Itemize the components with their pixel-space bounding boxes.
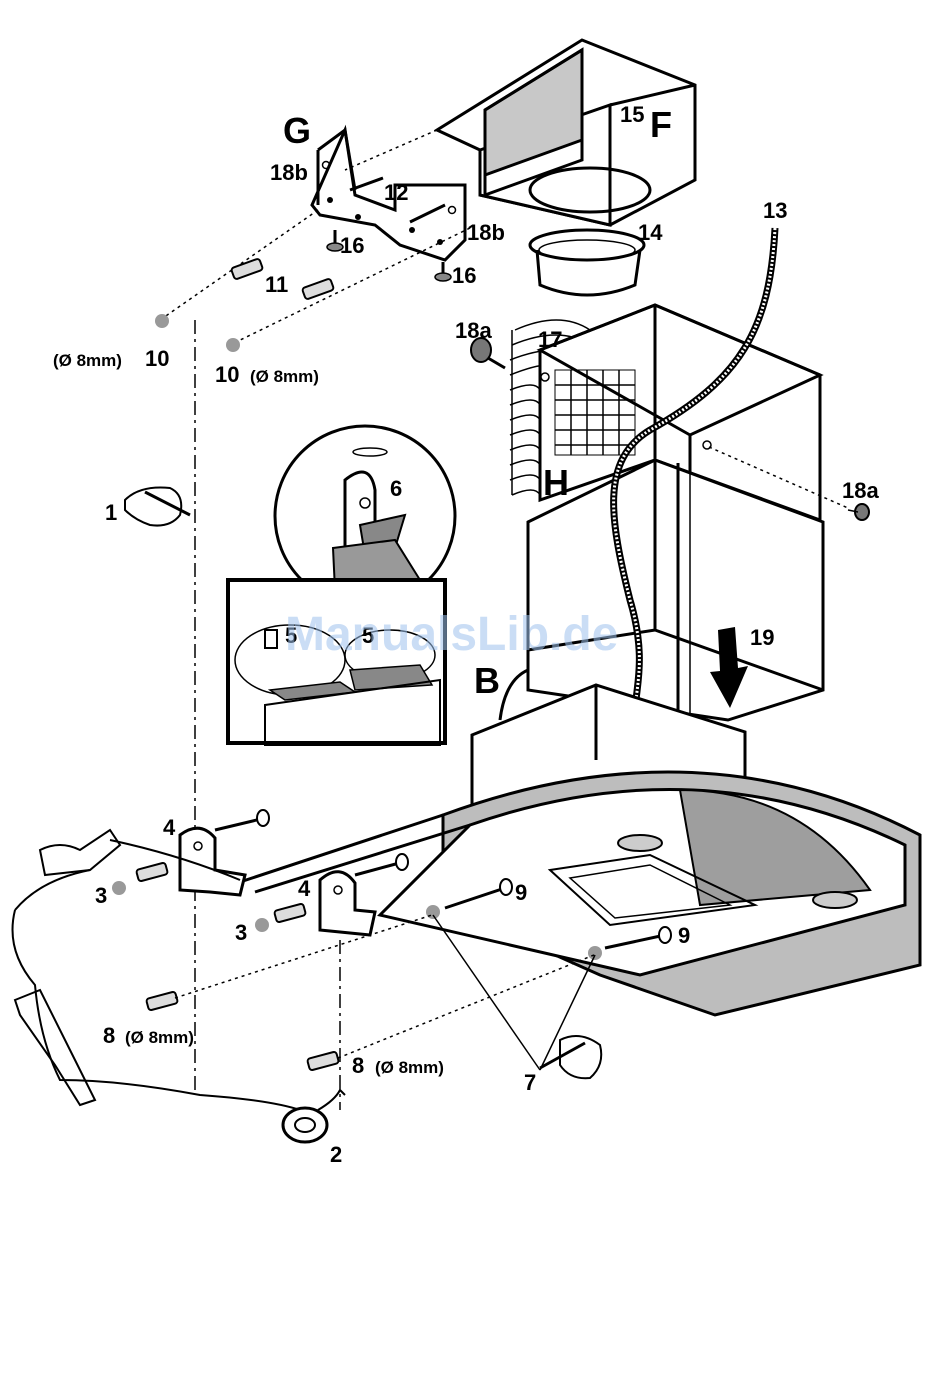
label-18a-right: 18a — [842, 478, 879, 503]
label-4-a: 4 — [163, 815, 176, 840]
hand-pencil-icon — [540, 1036, 601, 1078]
label-10-mid-diameter: (Ø 8mm) — [250, 367, 319, 386]
label-8-b: 8 — [352, 1053, 364, 1078]
hand-pencil-icon — [125, 488, 190, 526]
label-12: 12 — [384, 180, 408, 205]
drill-hole-10-left — [155, 314, 169, 328]
label-13: 13 — [763, 198, 787, 223]
label-16-b: 16 — [452, 263, 476, 288]
label-3-a: 3 — [95, 883, 107, 908]
label-2: 2 — [330, 1142, 342, 1167]
label-17: 17 — [538, 327, 562, 352]
label-8-b-diameter: (Ø 8mm) — [375, 1058, 444, 1077]
label-19: 19 — [750, 625, 774, 650]
label-11: 11 — [265, 272, 288, 297]
tape-roll-icon — [283, 1090, 345, 1142]
watermark: ManualsLib.de — [285, 608, 618, 661]
label-h: H — [543, 462, 569, 503]
label-6: 6 — [390, 476, 402, 501]
label-16-a: 16 — [340, 233, 364, 258]
label-18b-top: 18b — [270, 160, 308, 185]
label-9-a: 9 — [515, 880, 527, 905]
label-4-b: 4 — [298, 876, 311, 901]
label-7: 7 — [524, 1070, 536, 1095]
detail-box-5 — [228, 580, 445, 745]
label-14: 14 — [638, 220, 663, 245]
label-8-a: 8 — [103, 1023, 115, 1048]
label-3-b: 3 — [235, 920, 247, 945]
label-10-mid: 10 — [215, 362, 239, 387]
label-15: 15 — [620, 102, 644, 127]
label-b: B — [474, 660, 500, 701]
label-18a-left: 18a — [455, 318, 492, 343]
label-9-b: 9 — [678, 923, 690, 948]
drill-hole-10-mid — [226, 338, 240, 352]
label-18b-right: 18b — [467, 220, 505, 245]
collar-ring-14 — [530, 230, 644, 295]
label-10-left-diameter: (Ø 8mm) — [53, 351, 122, 370]
label-1: 1 — [105, 500, 117, 525]
label-f: F — [650, 104, 672, 145]
label-8-a-diameter: (Ø 8mm) — [125, 1028, 194, 1047]
label-10-left: 10 — [145, 346, 169, 371]
label-g: G — [283, 110, 311, 151]
